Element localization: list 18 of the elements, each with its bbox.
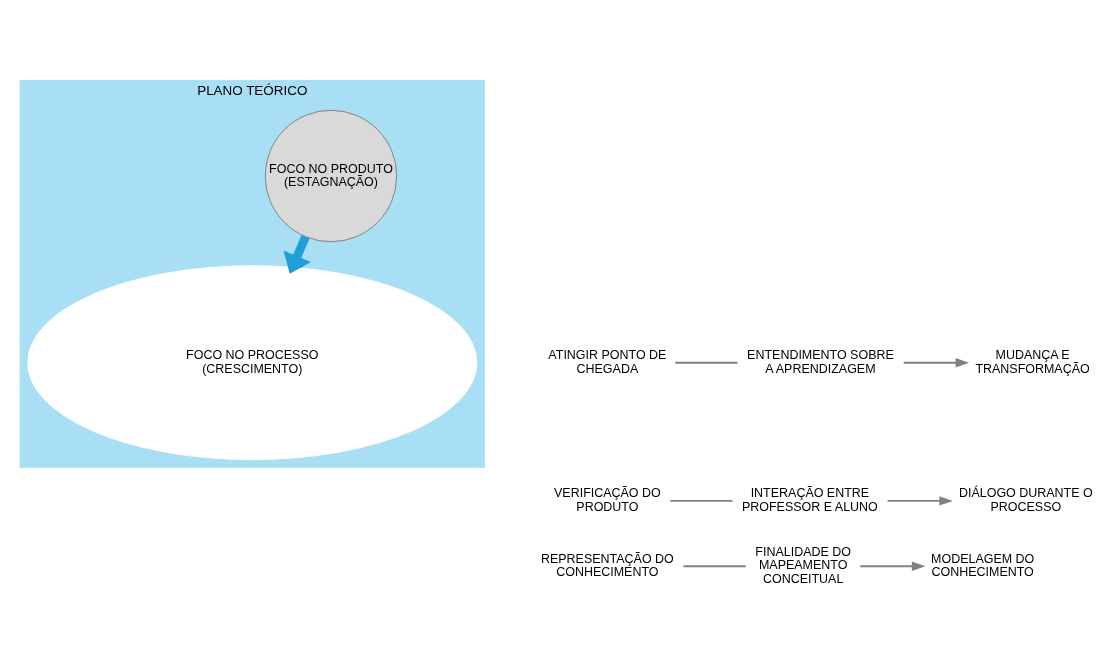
connector [669,499,734,502]
node-text: ATINGIR PONTO DE CHEGADA [548,347,667,376]
node-text: ENTENDIMENTO SOBRE A APRENDIZAGEM [747,347,894,376]
node-text: FINALIDADE DO MAPEAMENTO CONCEITUAL [755,544,851,586]
node-text: MUDANÇA E TRANSFORMAÇÃO [975,347,1090,376]
node-text: INTERAÇÃO ENTRE PROFESSOR E ALUNO [742,485,878,514]
node-text: REPRESENTAÇÃO DO CONHECIMENTO [540,551,674,579]
node-ellipse: FOCO NO PROCESSO (CRESCIMENTO) [27,264,478,460]
node-text: MODELAGEM DO CONHECIMENTO [931,551,1035,579]
arrow [902,357,970,367]
node-text: VERIFICAÇÃO DO PRODUTO [554,485,661,514]
connector [682,564,747,567]
connector [674,361,739,364]
arrow [886,495,953,506]
arrow [859,560,926,571]
node-circle: FOCO NO PRODUTO (ESTAGNAÇÃO) [264,109,398,242]
arrow [283,234,311,274]
node-text: DIÁLOGO DURANTE O PROCESSO [958,485,1093,514]
